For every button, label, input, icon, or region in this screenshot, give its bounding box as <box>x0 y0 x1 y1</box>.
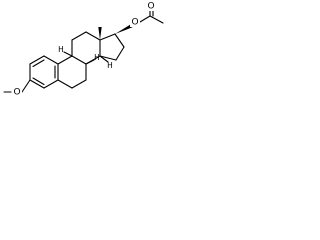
hash-bond <box>85 59 95 65</box>
c17-oxygen-wedge <box>115 23 133 34</box>
aromatic-double-bond <box>32 59 45 68</box>
stereo-hashes <box>63 51 109 65</box>
ring-a <box>29 55 59 89</box>
bond <box>71 31 87 41</box>
aromatic-double-bond <box>32 77 45 86</box>
h8-label: H <box>94 53 100 62</box>
atom-labels: O O O <box>12 1 156 98</box>
bond <box>57 79 73 89</box>
bond <box>57 55 73 65</box>
bond <box>115 46 125 61</box>
bond <box>99 33 116 41</box>
bond <box>71 79 87 89</box>
bond <box>29 79 45 89</box>
h9-label: H <box>58 45 64 54</box>
bond <box>114 33 125 48</box>
hash-bond <box>99 55 109 63</box>
methoxy-group <box>3 79 31 93</box>
ring-b <box>57 55 87 89</box>
hash-bond <box>63 51 73 57</box>
methyl-wedge <box>98 27 102 40</box>
h14-label: H <box>107 61 113 70</box>
bond <box>149 15 164 24</box>
bond <box>43 79 59 89</box>
stereo-h-labels: H H H <box>58 45 113 70</box>
bond <box>29 55 45 65</box>
bond <box>71 55 87 65</box>
bond <box>43 55 59 65</box>
bond <box>21 79 31 93</box>
bond <box>139 15 151 23</box>
bond <box>85 31 101 41</box>
acetate-carbonyl-oxygen-label: O <box>147 2 154 12</box>
ring-d <box>99 33 125 61</box>
methoxy-oxygen-label: O <box>13 88 20 98</box>
chemical-structure: O O O H H H <box>3 1 164 98</box>
bond <box>99 55 117 61</box>
acetate-ester-oxygen-label: O <box>131 18 138 28</box>
